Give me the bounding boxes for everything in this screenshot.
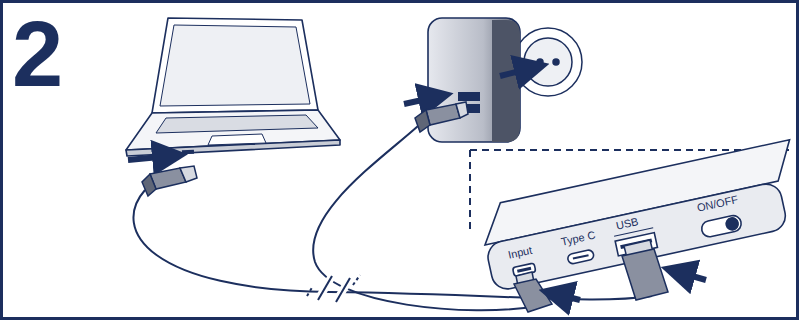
step-number: 2 (12, 8, 61, 100)
micro-usb-plug (514, 272, 552, 312)
wall-charger (428, 18, 520, 142)
usb-plug (142, 166, 197, 196)
break-mark (307, 275, 360, 302)
laptop (126, 18, 340, 156)
usb-plug (415, 102, 468, 132)
usb-plug (622, 240, 668, 300)
wall-socket (514, 28, 582, 96)
